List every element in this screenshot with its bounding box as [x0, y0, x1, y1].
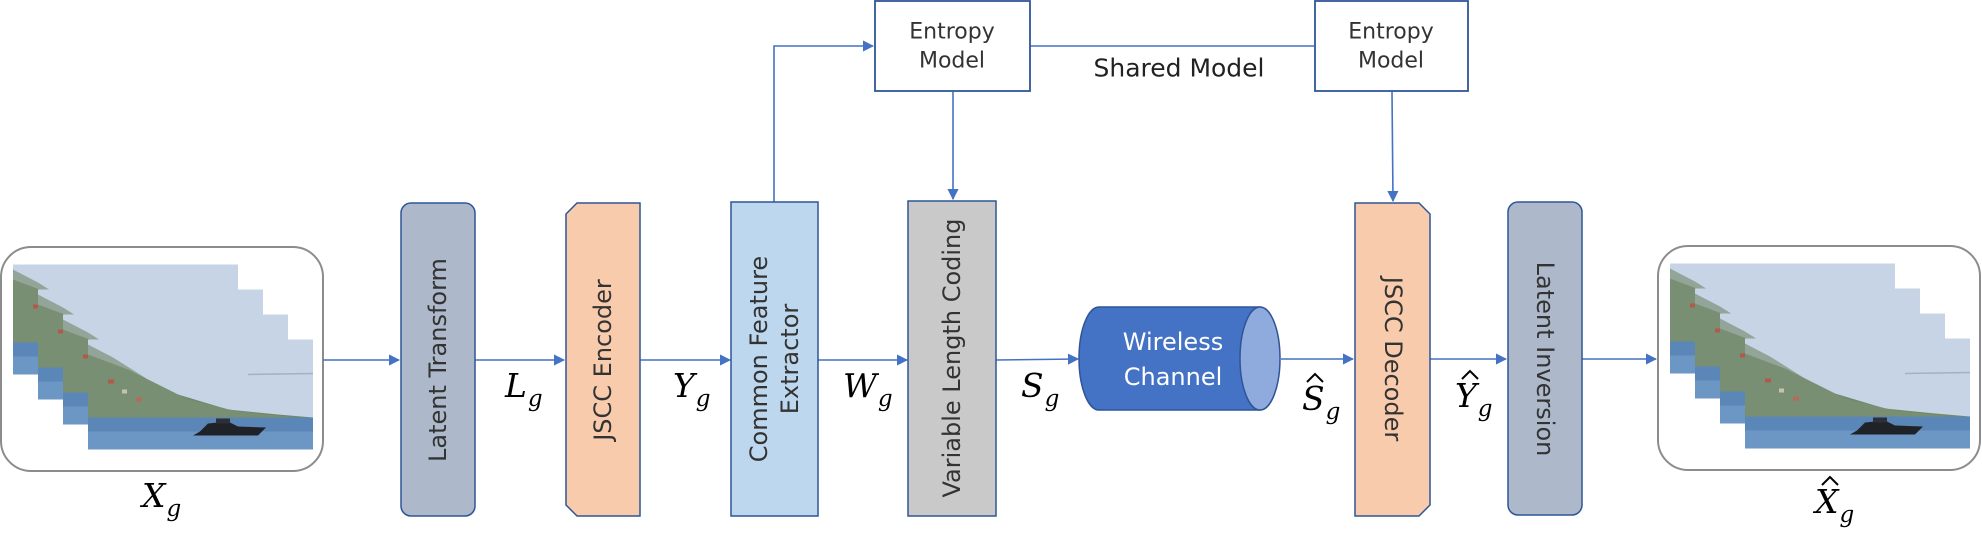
- wireless-channel-label-line1: Wireless: [1123, 328, 1223, 356]
- input-frame-4: [88, 338, 313, 451]
- var-Xg: Xg: [139, 476, 181, 522]
- entropy-model-left-block: Entropy Model: [874, 0, 1031, 92]
- var-Yg: Yg: [673, 366, 711, 412]
- common-feature-extractor-label-line2: Extractor: [776, 304, 804, 415]
- entropy-model-right-label-line1: Entropy: [1348, 20, 1433, 45]
- entropy-model-right-block: Entropy Model: [1314, 0, 1469, 92]
- svg-text:Xg: Xg: [1812, 482, 1854, 528]
- svg-text:Wg: Wg: [843, 366, 893, 412]
- entropy-model-left-label-line1: Entropy: [909, 20, 994, 45]
- common-feature-extractor-block: Common Feature Extractor: [730, 201, 819, 517]
- arrow-entropy-model-to-jscc-decoder: [1387, 91, 1399, 203]
- hat-mark: [1306, 372, 1324, 383]
- svg-text:Yg: Yg: [673, 366, 711, 412]
- var-Lg: Lg: [504, 366, 543, 412]
- hat-mark: [1461, 369, 1479, 380]
- hat-mark: [1821, 475, 1839, 486]
- jscc-decoder-block: JSCC Decoder: [1354, 202, 1431, 517]
- output-frame-4: [1745, 337, 1970, 450]
- jscc-decoder-label: JSCC Decoder: [1379, 275, 1407, 442]
- connectors: [323, 40, 1658, 366]
- output-image-group: [1657, 245, 1981, 471]
- arrow-vlc-to-wireless-channel: [995, 353, 1080, 365]
- svg-text:Lg: Lg: [504, 366, 543, 412]
- var-Yg-hat: Yg: [1455, 369, 1493, 422]
- shared-model-label: Shared Model: [1093, 54, 1264, 83]
- entropy-model-right-label-line2: Model: [1358, 49, 1424, 74]
- variable-length-coding-label: Variable Length Coding: [938, 219, 966, 498]
- svg-text:Sg: Sg: [1021, 366, 1059, 412]
- jscc-encoder-block: JSCC Encoder: [565, 202, 641, 517]
- input-image-group: [0, 246, 324, 472]
- common-feature-extractor-label-line1: Common Feature: [745, 256, 773, 462]
- svg-text:Yg: Yg: [1455, 376, 1493, 422]
- arrow-common-feature-to-entropy-model: [773, 40, 875, 202]
- variable-length-coding-block: Variable Length Coding: [907, 200, 997, 517]
- var-Sg: Sg: [1021, 366, 1059, 412]
- wireless-channel-label-line2: Channel: [1124, 363, 1223, 391]
- latent-inversion-label: Latent Inversion: [1531, 262, 1559, 457]
- var-Sg-hat: Sg: [1302, 372, 1340, 425]
- jscc-encoder-label: JSCC Encoder: [589, 279, 617, 443]
- latent-transform-block: Latent Transform: [400, 202, 476, 517]
- svg-text:Xg: Xg: [139, 476, 181, 522]
- svg-text:Sg: Sg: [1302, 379, 1340, 425]
- wireless-channel-block: Wireless Channel: [1078, 306, 1281, 411]
- var-Wg: Wg: [843, 366, 893, 412]
- var-Xg-hat: Xg: [1812, 475, 1854, 528]
- entropy-model-left-label-line2: Model: [919, 49, 985, 74]
- latent-inversion-block: Latent Inversion: [1507, 201, 1583, 516]
- latent-transform-label: Latent Transform: [424, 258, 452, 462]
